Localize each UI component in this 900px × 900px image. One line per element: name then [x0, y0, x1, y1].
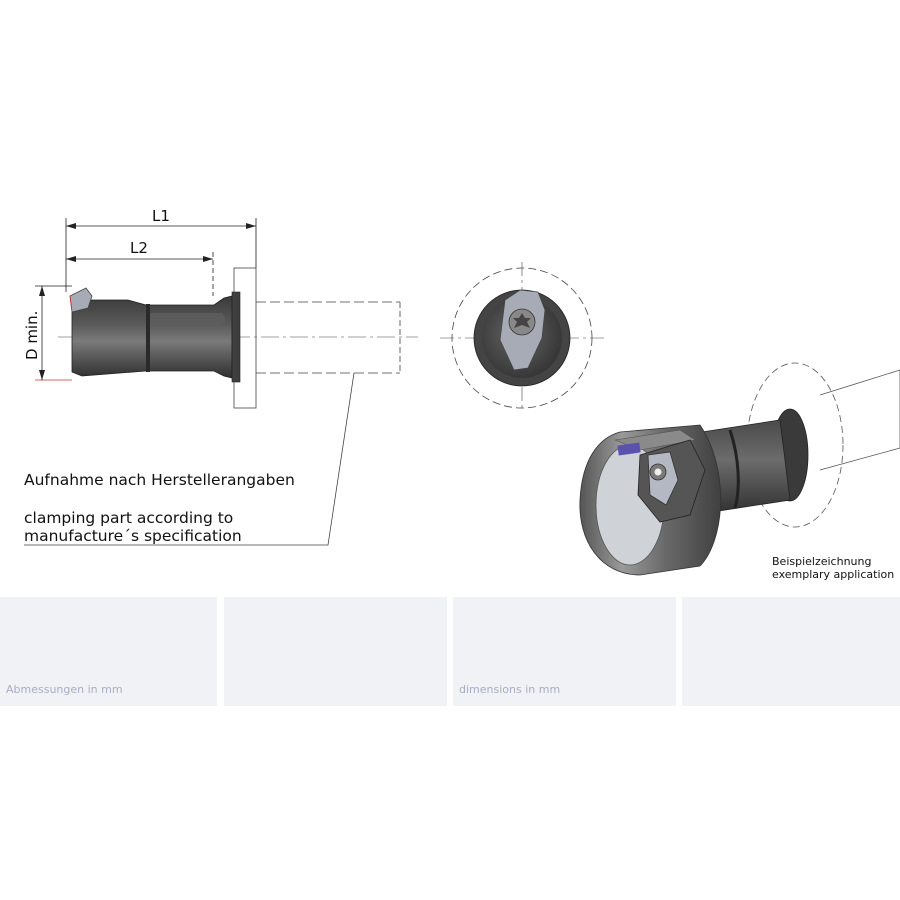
d-arrow-bottom [39, 370, 45, 380]
note-english-line1: clamping part according to [24, 509, 233, 527]
torx-icon [513, 313, 531, 328]
d-arrow-top [39, 286, 45, 296]
table-cell-label: dimensions in mm [459, 683, 561, 696]
holder-shank-3d [819, 369, 900, 471]
front-outer-circle [451, 267, 593, 409]
holder-flange-outline [233, 267, 257, 409]
front-view [440, 262, 605, 412]
tool-groove-3d [728, 429, 740, 509]
note-leader-line [24, 372, 355, 546]
tool-body [71, 295, 233, 379]
l2-arrow-right [203, 256, 213, 262]
table-cell-4 [682, 597, 900, 706]
tool-flute [150, 313, 225, 326]
tool-groove [146, 304, 150, 372]
workpiece-accent [617, 442, 641, 456]
l1-arrow-left [66, 223, 76, 229]
l1-arrow-right [246, 223, 256, 229]
example-label-german: Beispielzeichnung [772, 555, 871, 568]
d-min-label: D min. [23, 311, 41, 360]
l2-arrow-left [66, 256, 76, 262]
torx-3d-icon [654, 468, 662, 476]
note-english-line2: manufacture´s specification [24, 527, 242, 545]
tool-flange [231, 291, 241, 383]
side-view: L1 L2 D min. [23, 207, 418, 546]
holder-flange-3d-outline [746, 362, 844, 528]
table-cell-3: dimensions in mm [453, 597, 676, 706]
table-cell-1: Abmessungen in mm [0, 597, 217, 706]
l2-label: L2 [130, 239, 148, 257]
table-cell-2 [224, 597, 447, 706]
insert-edge [69, 295, 73, 313]
l1-label: L1 [152, 207, 170, 225]
table-cell-label: Abmessungen in mm [6, 683, 123, 696]
note-german: Aufnahme nach Herstellerangaben [24, 471, 295, 489]
example-label-english: exemplary application [772, 568, 894, 581]
application-view [579, 362, 900, 576]
